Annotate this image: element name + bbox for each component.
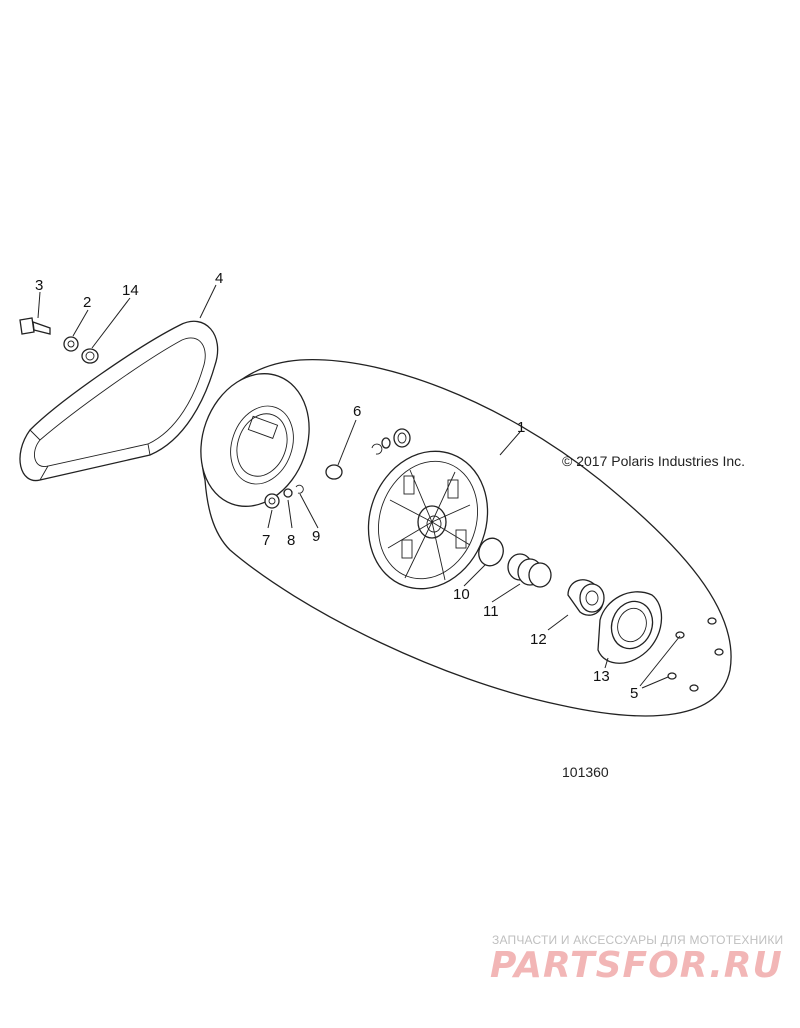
callout-2: 2 (83, 294, 91, 311)
small-rollers (371, 428, 411, 455)
driven-clutch (367, 450, 489, 590)
callout-12: 12 (530, 631, 547, 648)
figure-number: 101360 (562, 764, 609, 780)
callout-10: 10 (453, 586, 470, 603)
leader-lines (37, 284, 681, 689)
drive-belt (19, 320, 219, 482)
drive-sheave (200, 373, 310, 507)
callout-4: 4 (215, 270, 223, 287)
callout-1: 1 (517, 419, 525, 436)
callout-8: 8 (287, 532, 295, 549)
callout-7: 7 (262, 532, 270, 549)
screws-5 (667, 617, 724, 692)
watermark-logo: PARTSFOR.RU (490, 945, 783, 986)
callout-11: 11 (483, 603, 499, 620)
washers-7-8-9 (264, 484, 304, 509)
seal-plate-13 (597, 591, 663, 664)
callout-13: 13 (593, 668, 610, 685)
ring-6 (325, 464, 343, 480)
watermark-tagline: ЗАПЧАСТИ И АКСЕССУАРЫ ДЛЯ МОТОТЕХНИКИ (492, 933, 784, 947)
copyright-notice: © 2017 Polaris Industries Inc. (562, 453, 746, 469)
callout-6: 6 (353, 403, 361, 420)
oring-and-springs (478, 537, 552, 588)
callout-3: 3 (35, 277, 43, 294)
callout-5: 5 (630, 685, 638, 702)
callout-14: 14 (122, 282, 139, 299)
bushing-12 (567, 579, 605, 616)
callout-9: 9 (312, 528, 320, 545)
bolt-and-washers (19, 317, 99, 364)
